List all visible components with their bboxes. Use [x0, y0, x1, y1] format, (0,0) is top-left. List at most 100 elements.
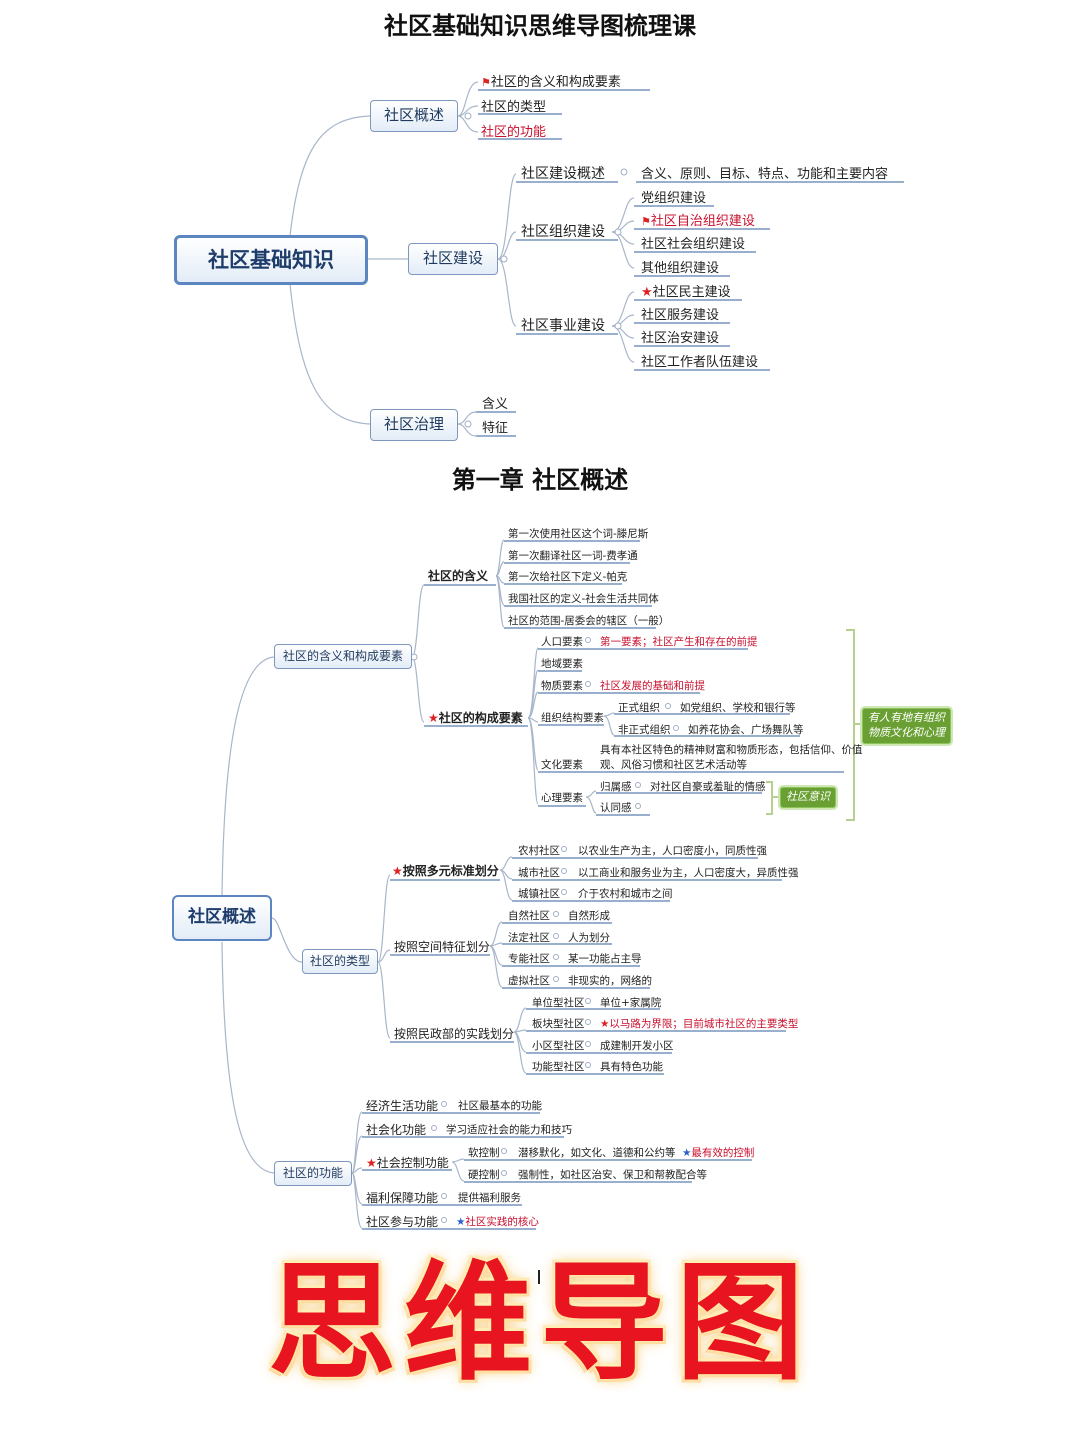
func-econ: 经济生活功能: [366, 1099, 439, 1113]
star-icon: ★: [366, 1156, 377, 1170]
func-econ-detail: 社区最基本的功能: [458, 1100, 542, 1112]
map1-construction-org: 社区组织建设: [521, 224, 605, 240]
func-control-soft-detail: 潜移默化，如文化、道德和公约等: [518, 1147, 676, 1159]
map1-root-node: 社区基础知识: [174, 235, 368, 285]
community-consciousness-label: 社区意识: [780, 787, 836, 808]
func-social: 社会化功能: [366, 1123, 427, 1137]
types-civil-k2: 板块型社区: [532, 1018, 585, 1030]
func-welfare: 福利保障功能: [366, 1191, 439, 1205]
element-psych-belong: 归属感: [600, 781, 632, 793]
element-psych-belong-detail: 对社区自豪或羞耻的情感: [650, 781, 766, 793]
func-welfare-detail: 提供福利服务: [458, 1192, 521, 1204]
element-culture-detail-2: 观、风俗习惯和社区艺术活动等: [600, 759, 747, 771]
element-region: 地域要素: [541, 658, 583, 670]
types-civil-v2: ★以马路为界限；目前城市社区的主要类型: [600, 1018, 799, 1030]
map2-meaning-item-4: 我国社区的定义-社会生活共同体: [508, 593, 659, 605]
elements-summary-label: 有人有地有组织 物质文化和心理: [862, 708, 951, 744]
star-icon: ★: [428, 711, 439, 725]
map1-overview-item-2: 社区的类型: [481, 100, 547, 115]
map1-cause-item-4: 社区工作者队伍建设: [641, 355, 759, 370]
types-space-k1: 自然社区: [508, 910, 550, 922]
map1-org-item-3: 社区社会组织建设: [641, 237, 746, 252]
flag-icon: ⚑: [481, 76, 491, 89]
types-space-v4: 非现实的，网络的: [568, 975, 652, 987]
map2-functions-node: 社区的功能: [274, 1161, 352, 1186]
func-control-soft-note: ★最有效的控制: [682, 1147, 755, 1159]
types-civil-v1: 单位+家属院: [600, 997, 662, 1009]
func-control-soft: 软控制: [468, 1147, 500, 1159]
element-org-informal-detail: 如养花协会、广场舞队等: [688, 724, 804, 736]
star-icon: ★: [392, 864, 403, 878]
element-org-formal-detail: 如党组织、学校和银行等: [680, 702, 796, 714]
func-control-hard-detail: 强制性，如社区治安、保卫和帮教配合等: [518, 1169, 707, 1181]
types-civil-v3: 成建制开发小区: [600, 1040, 674, 1052]
element-org: 组织结构要素: [541, 712, 604, 724]
element-psych: 心理要素: [541, 792, 583, 804]
types-multi-k1: 农村社区: [518, 845, 560, 857]
map1-overview-node: 社区概述: [370, 100, 458, 132]
element-material-detail: 社区发展的基础和前提: [600, 680, 705, 692]
types-space-k4: 虚拟社区: [508, 975, 550, 987]
map1-construction-cause: 社区事业建设: [521, 318, 605, 334]
types-civil-k1: 单位型社区: [532, 997, 585, 1009]
element-psych-identity: 认同感: [600, 802, 632, 814]
map1-construction-node: 社区建设: [408, 243, 498, 275]
map1-org-item-2: ⚑社区自治组织建设: [641, 214, 755, 229]
map2-meaning-node: 社区的含义: [428, 569, 489, 583]
types-multi-v3: 介于农村和城市之间: [578, 888, 673, 900]
func-participate-detail: ★社区实践的核心: [456, 1216, 539, 1228]
types-multi-k2: 城市社区: [518, 867, 560, 879]
map1-org-item-4: 其他组织建设: [641, 261, 720, 276]
star-icon: ★: [456, 1216, 466, 1228]
types-multi-node: ★按照多元标准划分: [392, 864, 499, 878]
map2-types-node: 社区的类型: [302, 949, 378, 974]
element-org-informal: 非正式组织: [618, 724, 671, 736]
map1-cause-item-3: 社区治安建设: [641, 331, 720, 346]
map2-root-node: 社区概述: [172, 895, 272, 941]
main-title: 社区基础知识思维导图梳理课: [384, 11, 696, 40]
star-icon: ★: [682, 1147, 692, 1159]
chapter-title: 第一章 社区概述: [451, 465, 629, 494]
types-civil-k4: 功能型社区: [532, 1061, 585, 1073]
map1-overview-item-3: 社区的功能: [481, 125, 547, 140]
func-social-detail: 学习适应社会的能力和技巧: [446, 1124, 572, 1136]
flag-icon: ⚑: [641, 215, 651, 228]
star-icon: ★: [641, 285, 653, 300]
text-cursor-mark: [538, 1270, 540, 1284]
star-icon: ★: [600, 1018, 610, 1030]
map1-governance-item-1: 含义: [482, 397, 509, 412]
map1-cause-item-1: ★社区民主建设: [641, 285, 731, 300]
func-control: ★社会控制功能: [366, 1156, 449, 1170]
element-culture: 文化要素: [541, 759, 583, 771]
map1-org-item-1: 党组织建设: [641, 191, 707, 206]
banner-text: 思维导图: [267, 1248, 812, 1398]
map2-meaning-item-2: 第一次翻译社区一词-费孝通: [508, 550, 638, 562]
types-space-v2: 人为划分: [568, 932, 610, 944]
map2-meaning-item-1: 第一次使用社区这个词-滕尼斯: [508, 528, 649, 540]
types-civil-node: 按照民政部的实践划分: [394, 1027, 515, 1041]
types-multi-v2: 以工商业和服务业为主，人口密度大，异质性强: [578, 867, 799, 879]
map1-governance-node: 社区治理: [370, 409, 458, 441]
func-participate: 社区参与功能: [366, 1215, 439, 1229]
map1-cause-item-2: 社区服务建设: [641, 308, 720, 323]
element-material: 物质要素: [541, 680, 583, 692]
map2-meaning-item-3: 第一次给社区下定义-帕克: [508, 571, 628, 583]
types-civil-k3: 小区型社区: [532, 1040, 585, 1052]
map1-construction-summary-detail: 含义、原则、目标、特点、功能和主要内容: [641, 167, 889, 182]
types-space-v1: 自然形成: [568, 910, 610, 922]
map1-overview-item-1: ⚑社区的含义和构成要素: [481, 75, 621, 90]
element-culture-detail-1: 具有本社区特色的精神财富和物质形态，包括信仰、价值: [600, 744, 863, 756]
map2-meaning-item-5: 社区的范围-居委会的辖区（一般）: [508, 615, 670, 627]
element-org-formal: 正式组织: [618, 702, 660, 714]
map2-elements-node: ★社区的构成要素: [428, 711, 523, 725]
types-civil-v4: 具有特色功能: [600, 1061, 663, 1073]
types-space-k2: 法定社区: [508, 932, 550, 944]
element-population: 人口要素: [541, 636, 583, 648]
banner: 思维导图: [0, 1248, 1080, 1398]
types-space-k3: 专能社区: [508, 953, 550, 965]
element-population-detail: 第一要素；社区产生和存在的前提: [600, 636, 758, 648]
func-control-hard: 硬控制: [468, 1169, 500, 1181]
map1-governance-item-2: 特征: [482, 421, 509, 436]
types-multi-k3: 城镇社区: [518, 888, 560, 900]
